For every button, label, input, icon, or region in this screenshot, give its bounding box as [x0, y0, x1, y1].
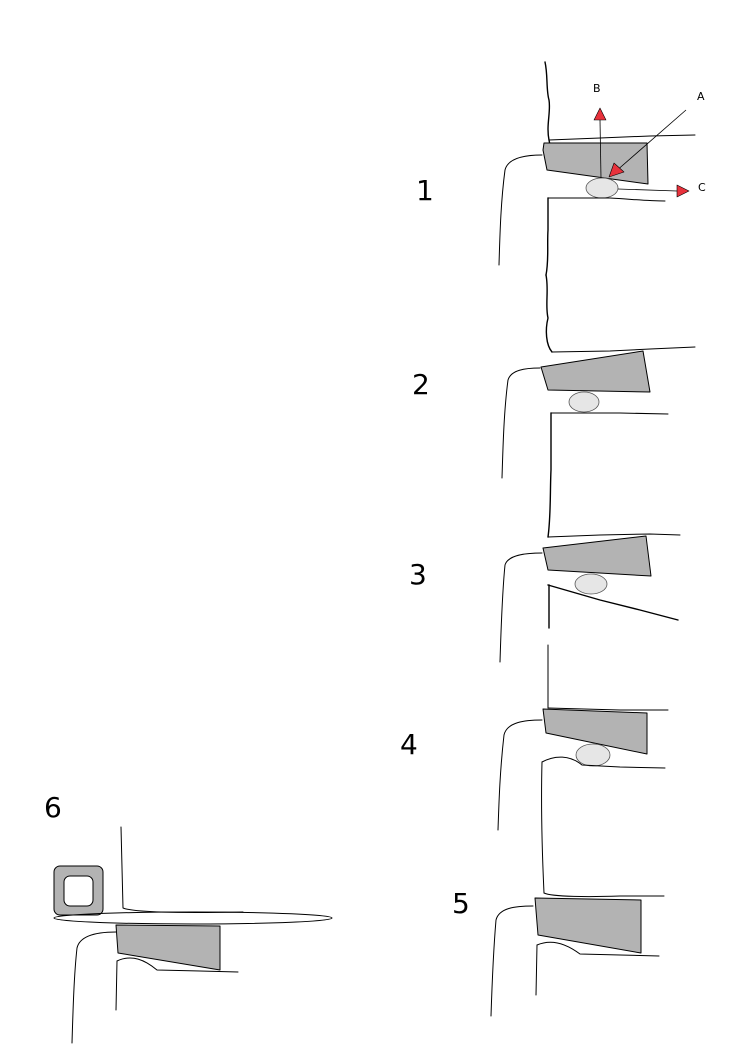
stage-number-2: 2	[412, 368, 430, 401]
stage-number-4: 4	[400, 728, 418, 761]
stage-4-disc	[575, 743, 611, 767]
stage-6-plate	[53, 911, 333, 925]
stage-4-wedge	[542, 708, 648, 755]
stage-1-wedge	[542, 142, 649, 185]
stage-2-top-line	[551, 346, 696, 353]
stage-6	[53, 826, 333, 1044]
arrow-b-label: B	[593, 82, 601, 95]
stage-5-lower-line	[536, 941, 660, 957]
stage-2-wedge	[540, 350, 651, 393]
arrow-c-line	[617, 188, 678, 192]
stage-3-top-line	[547, 533, 681, 538]
stage-5	[490, 892, 665, 1017]
stage-number-6: 6	[44, 791, 62, 824]
stage-6-left-curve	[71, 931, 117, 1044]
stage-4-lower-line	[541, 756, 666, 769]
stage-6-upper-edge	[120, 826, 244, 914]
stage-1-left-curve	[498, 154, 543, 266]
stage-5-top-line	[543, 892, 665, 898]
stage-4-lower-edge	[541, 761, 545, 894]
stage-1-lower-line	[547, 197, 666, 202]
stage-4	[497, 644, 669, 894]
stage-2-lower-line	[550, 412, 669, 415]
stage-1-disc	[585, 177, 619, 199]
stage-2-lower-edge	[547, 412, 552, 538]
arrow-a-line	[614, 109, 687, 173]
stage-3-disc	[574, 573, 608, 595]
stage-3	[499, 533, 681, 663]
stage-3-left-curve	[499, 552, 543, 663]
stage-4-top-line	[547, 707, 669, 711]
stage-1-top-line	[548, 134, 696, 141]
stage-6-lower-line	[116, 957, 239, 973]
arrow-c-head	[676, 184, 690, 198]
stage-5-lower-edge	[535, 944, 538, 996]
arrow-c-label: C	[698, 181, 706, 194]
stage-5-wedge	[534, 897, 642, 954]
stage-6-square-hole	[63, 875, 94, 907]
stage-6-lower-edge	[115, 960, 118, 1011]
stage-3-wedge	[542, 535, 652, 577]
arrow-b-head	[593, 107, 607, 121]
stage-1	[498, 61, 696, 276]
stage-number-5: 5	[452, 887, 470, 920]
stage-2-disc	[568, 391, 600, 413]
stage-number-3: 3	[409, 558, 427, 591]
stage-1-upper-edge	[544, 61, 551, 146]
stage-1-lower-edge	[545, 197, 549, 276]
arrow-a-label: A	[697, 90, 705, 103]
stage-2-left-curve	[501, 367, 541, 479]
arrow-b-line	[599, 119, 602, 179]
stage-number-1: 1	[416, 174, 434, 207]
stage-5-left-curve	[490, 905, 534, 1017]
stage-2-upper-edge	[545, 274, 553, 353]
stage-6-wedge	[115, 924, 221, 971]
arrow-a-head	[608, 162, 625, 178]
stage-2	[501, 274, 696, 538]
stage-4-left-curve	[497, 719, 543, 831]
stage-3-tilted-line	[547, 584, 679, 621]
